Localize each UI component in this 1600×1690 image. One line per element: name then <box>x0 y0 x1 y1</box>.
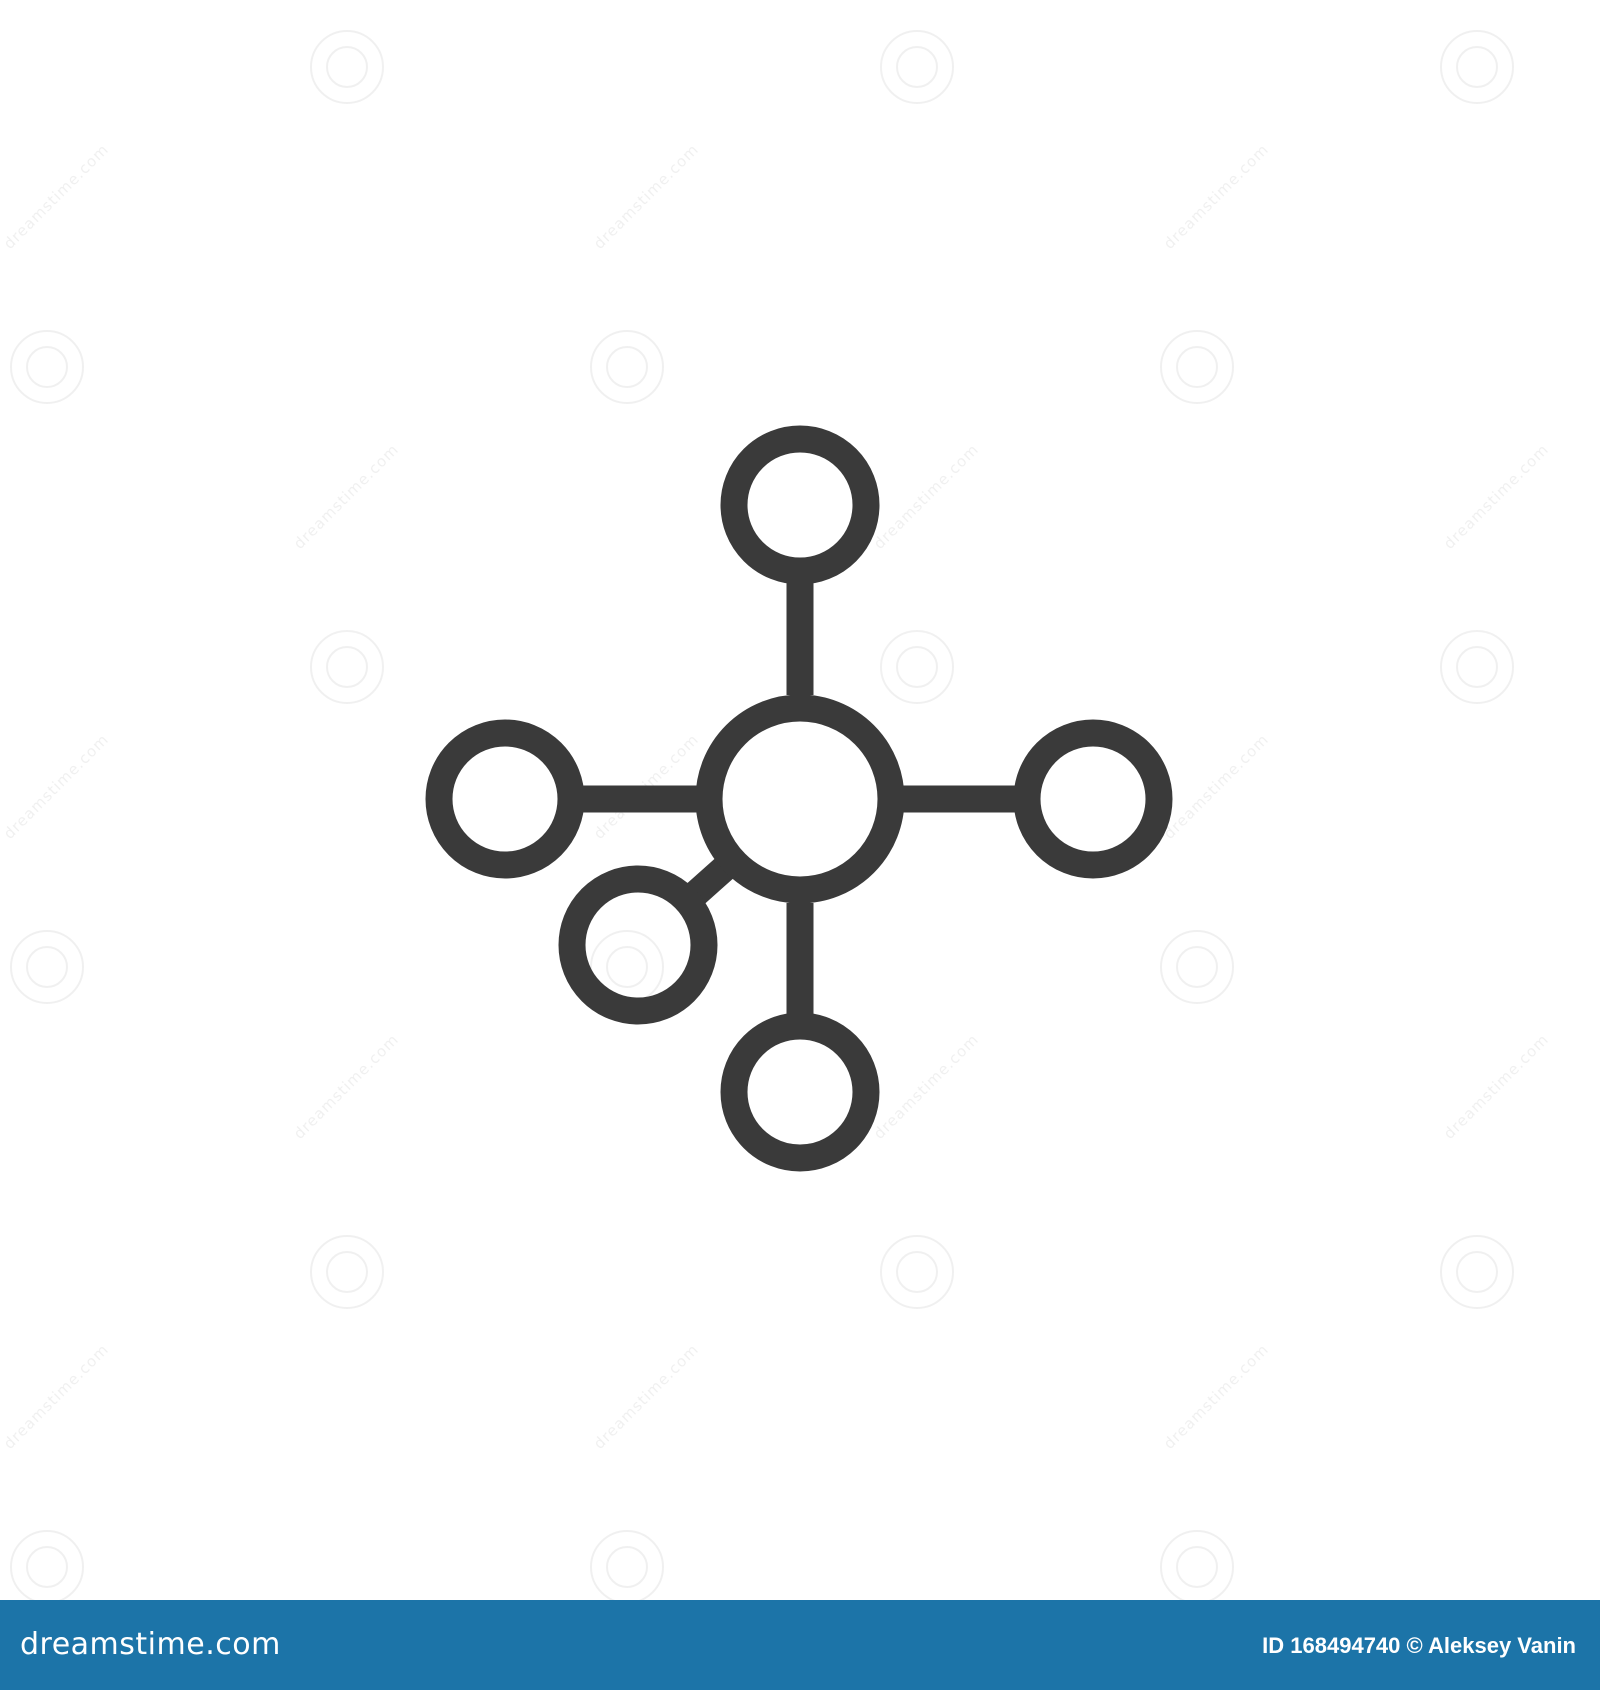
footer-bar: dreamstime.com ID 168494740 © Aleksey Va… <box>0 1600 1600 1690</box>
bottom-node <box>720 1012 880 1172</box>
lower-left-node <box>558 865 718 1025</box>
network-hub-icon <box>425 425 1173 1172</box>
image-credit: ID 168494740 © Aleksey Vanin <box>1262 1633 1576 1658</box>
right-node <box>1013 719 1173 879</box>
left-node <box>425 719 585 879</box>
dreamstime-logo[interactable]: dreamstime.com <box>20 1627 281 1662</box>
center-node <box>695 694 905 904</box>
top-node <box>720 425 880 585</box>
